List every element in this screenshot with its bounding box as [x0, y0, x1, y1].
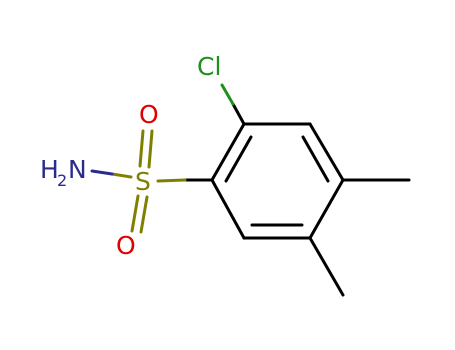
benzene-ring [210, 122, 345, 240]
bond-c4-c5 [308, 178, 345, 240]
bond-s-o-bottom-b [139, 195, 149, 234]
bond-methyl-5 [308, 236, 345, 297]
oxygen-top-label: O [139, 100, 159, 129]
bond-s-n-navy [90, 169, 114, 176]
bond-c2-cl-dark [231, 102, 246, 126]
atom-labels: Cl S O O H 2 N [40, 52, 221, 260]
bond-c3-c4 [308, 122, 345, 182]
substituent-bonds [90, 83, 411, 297]
bond-s-o-bottom-a [130, 194, 140, 233]
amine-h-label: H [40, 155, 59, 184]
bond-c3-c4-inner [301, 135, 330, 183]
bond-s-n-olive [110, 172, 133, 179]
amine-h-subscript: 2 [57, 171, 67, 190]
chlorine-label: Cl [197, 52, 221, 81]
bond-c6-c1 [210, 178, 246, 240]
sulfur-label: S [135, 167, 151, 196]
bond-c1-s-olive [156, 178, 187, 183]
bond-s-o-top-b [147, 129, 154, 169]
bond-s-o-top-a [138, 129, 145, 168]
bond-c1-c2-inner [224, 135, 253, 183]
oxygen-bottom-label: O [116, 231, 136, 260]
bond-c2-cl-green [220, 83, 235, 106]
bond-c1-c2 [210, 122, 246, 182]
amine-n-label: N [68, 155, 87, 184]
